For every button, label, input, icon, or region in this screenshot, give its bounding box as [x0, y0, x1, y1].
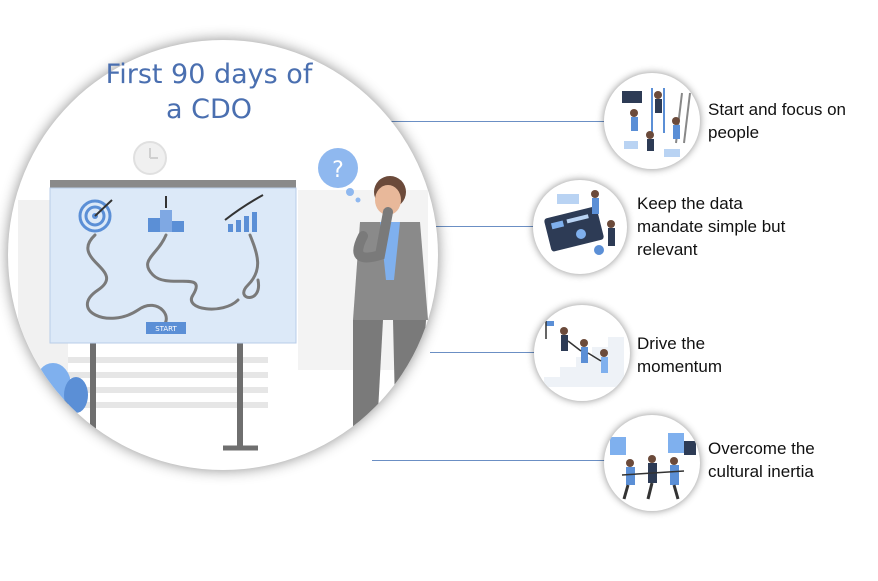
pulling-rope-icon: [610, 433, 696, 500]
item-4-circle: [604, 415, 700, 511]
item-1-circle: [604, 73, 700, 169]
question-bubble-icon: ?: [318, 148, 361, 203]
question-mark: ?: [332, 158, 344, 183]
diagram-title: First 90 days of a CDO: [105, 59, 313, 125]
item-3-circle: [534, 305, 630, 401]
start-label-box: [146, 322, 186, 334]
momentum-stairs-icon: [544, 321, 624, 387]
item-2-circle: [533, 180, 627, 274]
item-4-label: Overcome the cultural inertia: [708, 439, 815, 481]
item-3-label: Drive the momentum: [637, 334, 723, 376]
data-dashboard-icon: [544, 190, 615, 255]
target-icon: [78, 199, 113, 233]
start-label: START: [155, 325, 177, 333]
item-2-label: Keep the data mandate simple but relevan…: [637, 194, 786, 259]
connector-line-2: [405, 226, 535, 227]
connector-line-1: [362, 121, 606, 122]
team-people-icon: [622, 88, 691, 157]
connector-line-3: [430, 352, 538, 353]
item-1-label: Start and focus on people: [708, 100, 846, 142]
presentation-board: START: [49, 180, 297, 451]
clock-icon: [133, 141, 167, 175]
growth-chart-icon: [224, 194, 264, 232]
podium-icon: [148, 196, 184, 232]
connector-line-4: [372, 460, 606, 461]
winding-path: [85, 233, 260, 332]
